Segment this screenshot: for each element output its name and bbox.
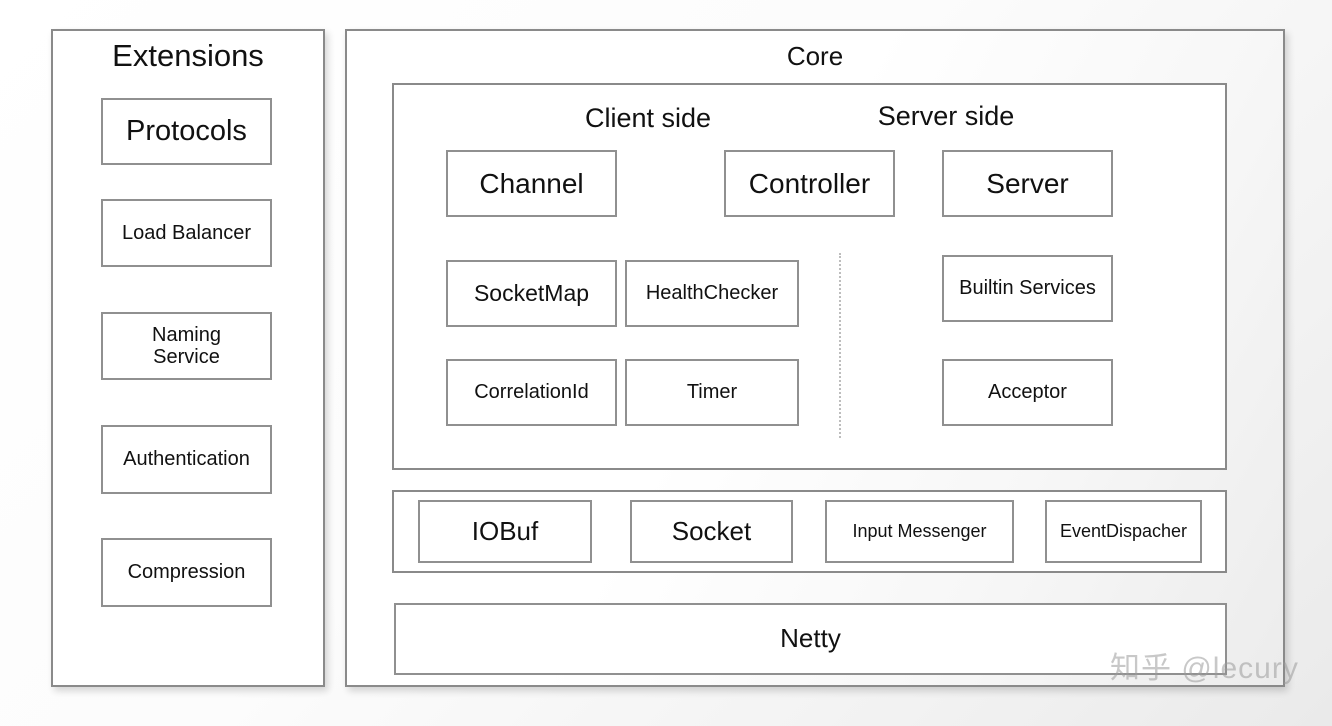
core-box-acceptor[interactable]: Acceptor xyxy=(942,359,1113,426)
core-box-healthchecker[interactable]: HealthChecker xyxy=(625,260,799,327)
extension-box-protocols-label: Protocols xyxy=(126,115,247,148)
core-box-server[interactable]: Server xyxy=(942,150,1113,217)
core-box-timer-label: Timer xyxy=(686,381,738,404)
core-box-builtin-services-label: Builtin Services xyxy=(959,277,1096,300)
core-box-correlationid-label: CorrelationId xyxy=(474,381,589,404)
server-side-title: Server side xyxy=(877,101,1015,131)
core-box-timer[interactable]: Timer xyxy=(625,359,799,426)
io-box-input-messenger[interactable]: Input Messenger xyxy=(825,500,1014,563)
io-box-socket[interactable]: Socket xyxy=(630,500,793,563)
extension-box-authentication[interactable]: Authentication xyxy=(101,425,272,494)
io-box-iobuf[interactable]: IOBuf xyxy=(418,500,592,563)
extension-box-compression[interactable]: Compression xyxy=(101,538,272,607)
io-box-iobuf-label: IOBuf xyxy=(471,515,539,546)
client-side-title: Client side xyxy=(584,103,712,133)
io-box-input-messenger-label: Input Messenger xyxy=(852,521,987,542)
core-box-channel-label: Channel xyxy=(479,167,584,199)
io-box-eventdispacher-label: EventDispacher xyxy=(1059,521,1188,542)
core-box-socketmap-label: SocketMap xyxy=(473,279,590,306)
extension-box-protocols[interactable]: Protocols xyxy=(101,98,272,165)
core-box-acceptor-label: Acceptor xyxy=(988,381,1067,404)
core-box-builtin-services[interactable]: Builtin Services xyxy=(942,255,1113,322)
io-box-socket-label: Socket xyxy=(671,515,752,546)
extension-box-compression-label: Compression xyxy=(127,561,246,584)
core-box-server-label: Server xyxy=(986,167,1069,199)
core-title: Core xyxy=(786,41,844,71)
extension-box-load-balancer-label: Load Balancer xyxy=(122,221,251,244)
netty-box[interactable]: Netty xyxy=(394,603,1227,675)
client-server-divider xyxy=(839,253,841,438)
extension-box-load-balancer[interactable]: Load Balancer xyxy=(101,199,272,267)
core-box-controller[interactable]: Controller xyxy=(724,150,895,217)
core-box-correlationid[interactable]: CorrelationId xyxy=(446,359,617,426)
io-box-eventdispacher[interactable]: EventDispacher xyxy=(1045,500,1202,563)
core-box-controller-label: Controller xyxy=(748,167,871,199)
core-box-socketmap[interactable]: SocketMap xyxy=(446,260,617,327)
core-box-healthchecker-label: HealthChecker xyxy=(645,282,779,305)
extension-box-authentication-label: Authentication xyxy=(123,448,250,471)
core-box-channel[interactable]: Channel xyxy=(446,150,617,217)
extensions-title: Extensions xyxy=(112,38,264,73)
